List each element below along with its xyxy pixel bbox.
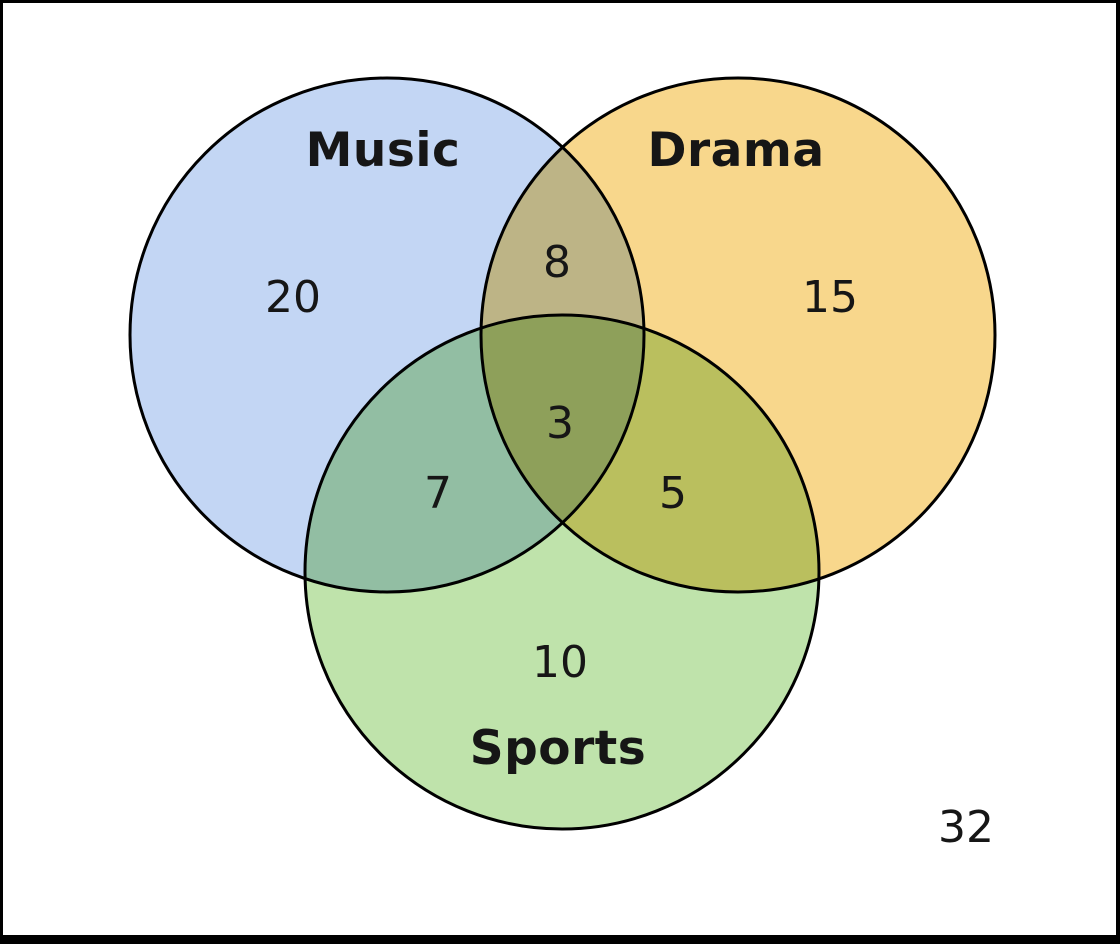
drama-set-label: Drama	[647, 123, 824, 178]
sports-circle	[303, 313, 821, 831]
drama-sports-overlap-value: 5	[659, 468, 687, 519]
music-drama-overlap-value: 8	[543, 237, 571, 288]
music-only-value: 20	[265, 272, 321, 323]
sports-only-value: 10	[532, 637, 588, 688]
drama-only-value: 15	[802, 272, 858, 323]
all-three-overlap-value: 3	[546, 398, 574, 449]
music-sports-overlap-value: 7	[424, 468, 452, 519]
sports-set-label: Sports	[470, 721, 646, 776]
music-set-label: Music	[306, 123, 461, 178]
outside-sets-value: 32	[938, 802, 994, 853]
